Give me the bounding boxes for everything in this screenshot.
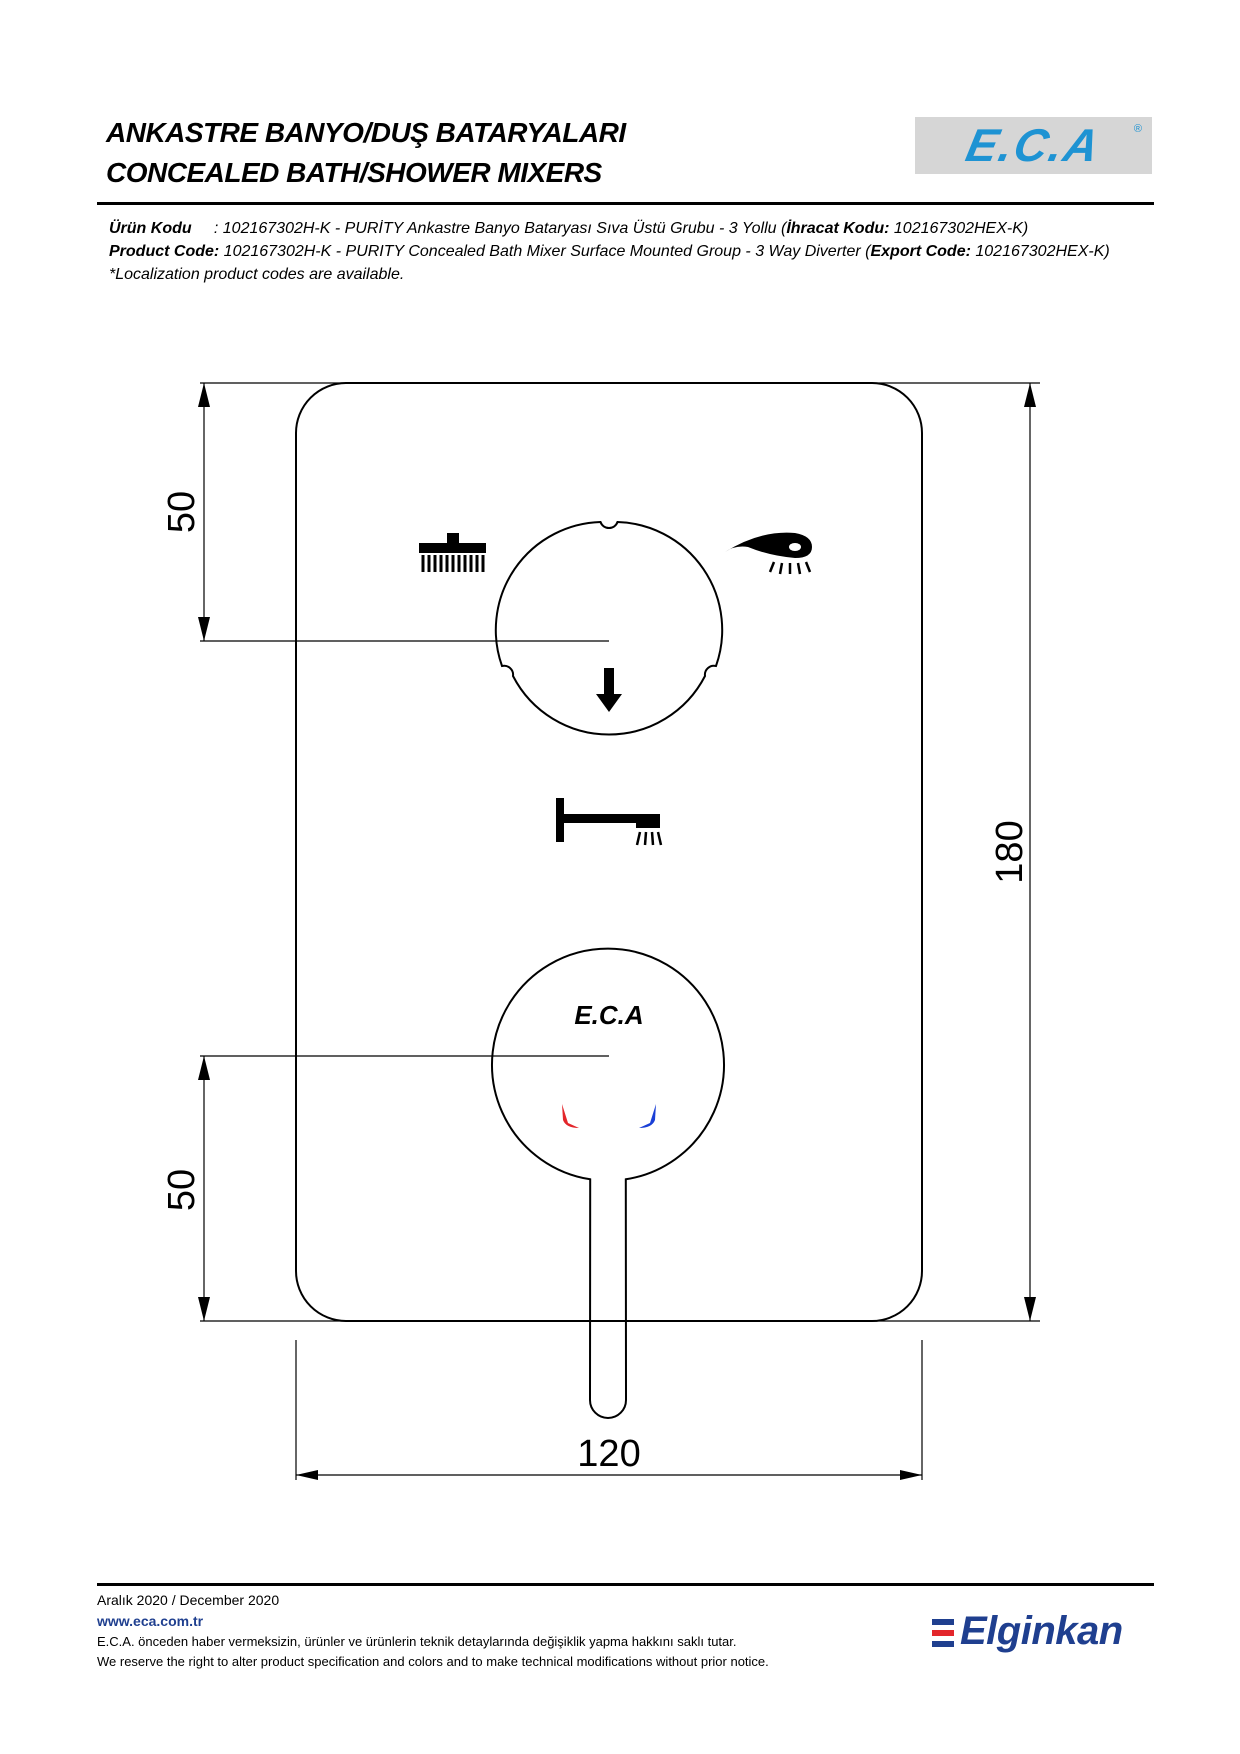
dimension-height-180: 180 [989,820,1031,883]
registered-mark: ® [1133,123,1142,135]
footer-note-en: We reserve the right to alter product sp… [97,1654,769,1669]
title-en: CONCEALED BATH/SHOWER MIXERS [106,157,602,188]
dimension-top-50: 50 [161,491,203,533]
export-code-en-label: Export Code: [870,243,971,260]
knob-logo: E.C.A [574,1000,643,1030]
export-code-en-value: 102167302HEX-K) [970,243,1110,260]
dimension-width-120: 120 [577,1433,640,1475]
footer-date: Aralık 2020 / December 2020 [97,1592,280,1608]
product-code-tr-label: Ürün Kodu [109,220,192,237]
diverter-knob [494,520,724,736]
eca-logo: E.C.A ® [915,117,1152,174]
footer-rule [97,1583,1154,1586]
bath-spout-icon [556,798,663,846]
product-code-tr-value: : 102167302H-K - PURİTY Ankastre Banyo B… [213,220,787,237]
footer-url[interactable]: www.eca.com.tr [97,1613,204,1629]
hand-shower-icon [725,532,812,575]
elginkan-logo-text: Elginkan [960,1609,1123,1653]
footer-note-tr: E.C.A. önceden haber vermeksizin, ürünle… [97,1634,737,1649]
localization-note: *Localization product codes are availabl… [109,266,405,283]
product-code-en-value: 102167302H-K - PURITY Concealed Bath Mix… [219,243,871,260]
dimension-bottom-50: 50 [161,1169,203,1211]
header-rule [97,202,1154,205]
overhead-shower-icon [419,533,486,572]
title-tr: ANKASTRE BANYO/DUŞ BATARYALARI [106,117,626,148]
export-code-tr-value: 102167302HEX-K) [889,220,1029,237]
hot-indicator-icon [562,1104,579,1128]
mixer-lever [491,947,725,1419]
cold-indicator-icon [639,1104,656,1128]
product-code-tr: Ürün Kodu : 102167302H-K - PURİTY Ankast… [109,220,1028,238]
cover-plate [295,382,923,1322]
export-code-tr-label: İhracat Kodu: [786,220,890,237]
elginkan-logo-mark [932,1619,954,1647]
elginkan-logo: Elginkan [932,1607,1162,1657]
product-code-en-label: Product Code: [109,243,220,260]
down-arrow-icon [596,668,622,712]
product-code-en: Product Code: 102167302H-K - PURITY Conc… [109,243,1110,261]
